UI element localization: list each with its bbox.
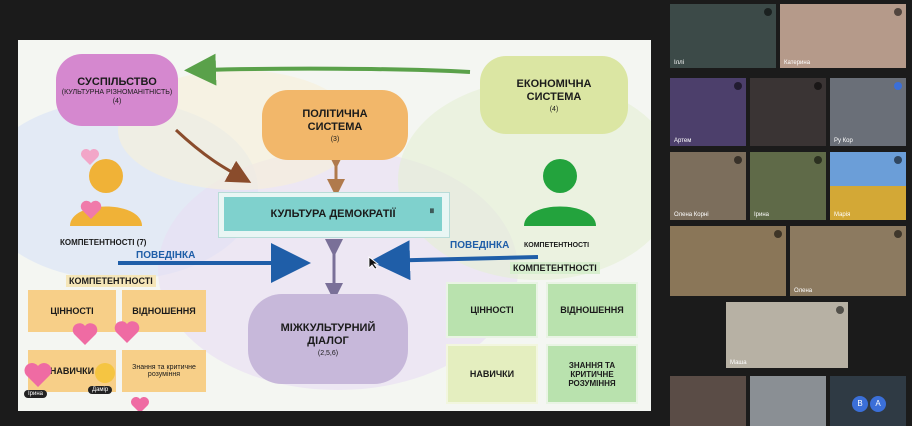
heart-reaction-icon (24, 363, 52, 387)
politics-number: (3) (330, 135, 340, 143)
left-behavior-label: ПОВЕДІНКА (136, 250, 196, 261)
participant-name: Іллі (674, 60, 685, 66)
participant-name: Олена Корні (674, 212, 709, 218)
participant-tile[interactable]: Ру Кор (830, 78, 906, 146)
participant-name: Ірина (754, 212, 770, 218)
mic-icon (836, 306, 844, 314)
arrow-society-to-culture (174, 128, 252, 183)
reaction-name-chip: Ірина (24, 390, 48, 398)
participant-name: Артем (674, 138, 692, 144)
society-blob: СУСПІЛЬСТВО (КУЛЬТУРНА РІЗНОМАНІТНІСТЬ) … (56, 54, 178, 126)
mic-icon (734, 82, 742, 90)
society-title: СУСПІЛЬСТВО (77, 75, 157, 88)
economy-title: ЕКОНОМІЧНА СИСТЕМА (516, 77, 592, 103)
reaction-name-chip: Дамір (88, 386, 113, 394)
right-box-skills: НАВИЧКИ (446, 344, 538, 404)
participant-name: Олена (794, 288, 813, 294)
avatar: A (870, 396, 886, 412)
avatar: B (852, 396, 868, 412)
participant-tile[interactable]: B A (830, 376, 906, 426)
participant-tile[interactable]: Ірина (750, 152, 826, 220)
culture-mark: Ⅲ (429, 209, 434, 215)
participant-tile[interactable] (750, 376, 826, 426)
mic-icon (894, 230, 902, 238)
left-box-knowledge: Знання та критичне розуміння (122, 350, 206, 392)
politics-blob: ПОЛІТИЧНА СИСТЕМА (3) (262, 90, 408, 160)
left-competences-count: КОМПЕТЕНТНОСТІ (7) (60, 238, 147, 247)
participant-tile[interactable]: Катерина (780, 4, 906, 68)
dialogue-title: МІЖКУЛЬТУРНИЙ ДІАЛОГ (280, 321, 376, 347)
left-box-values: ЦІННОСТІ (28, 290, 116, 332)
mic-icon (734, 156, 742, 164)
participant-tile[interactable] (670, 226, 786, 296)
participant-tile[interactable]: Іллі (670, 4, 776, 68)
mic-icon (774, 230, 782, 238)
economy-number: (4) (549, 105, 559, 113)
sky-background (830, 152, 906, 186)
right-competences-small: КОМПЕТЕНТНОСТІ (524, 242, 590, 249)
heart-reaction-icon (81, 149, 99, 165)
economy-blob: ЕКОНОМІЧНА СИСТЕМА (4) (480, 56, 628, 134)
left-competences-label: КОМПЕТЕНТНОСТІ (66, 275, 156, 287)
mouse-pointer-icon (368, 256, 380, 270)
participant-tile[interactable]: Олена Корні (670, 152, 746, 220)
mic-icon (894, 8, 902, 16)
culture-box-inner: КУЛЬТУРА ДЕМОКРАТІЇ Ⅲ (224, 197, 442, 231)
mic-icon (814, 156, 822, 164)
arrow-economy-to-society (184, 53, 471, 86)
society-subtitle: (КУЛЬТУРНА РІЗНОМАНІТНІСТЬ) (61, 88, 173, 96)
participant-tile[interactable] (670, 376, 746, 426)
heart-reaction-icon (114, 321, 140, 343)
right-box-values: ЦІННОСТІ (446, 282, 538, 338)
participant-tile[interactable] (750, 78, 826, 146)
participant-name: Ру Кор (834, 138, 853, 144)
dialogue-number: (2,5,6) (317, 349, 339, 357)
participant-tile[interactable]: Маша (726, 302, 848, 368)
dialogue-blob: МІЖКУЛЬТУРНИЙ ДІАЛОГ (2,5,6) (248, 294, 408, 384)
right-box-attitudes: ВІДНОШЕННЯ (546, 282, 638, 338)
society-number: (4) (112, 97, 122, 105)
participant-name: Маша (730, 360, 747, 366)
right-behavior-label: ПОВЕДІНКА (450, 240, 510, 251)
mic-icon (894, 156, 902, 164)
heart-reaction-icon (72, 323, 98, 345)
person-right-icon (524, 159, 596, 226)
participant-tile[interactable]: Олена (790, 226, 906, 296)
shared-slide: СУСПІЛЬСТВО (КУЛЬТУРНА РІЗНОМАНІТНІСТЬ) … (18, 40, 651, 411)
thumbs-up-reaction-icon (95, 363, 115, 383)
culture-label: КУЛЬТУРА ДЕМОКРАТІЇ (270, 208, 396, 220)
arrows-layer (118, 53, 539, 301)
right-box-knowledge: ЗНАННЯ ТА КРИТИЧНЕ РОЗУМІННЯ (546, 344, 638, 404)
heart-reaction-icon (131, 397, 149, 411)
mic-icon (764, 8, 772, 16)
arrow-right-behavior (370, 240, 539, 281)
participant-name: Марія (834, 212, 851, 218)
heart-reaction-icon (80, 200, 102, 219)
mic-icon (814, 82, 822, 90)
participant-tile[interactable]: Марія (830, 152, 906, 220)
right-competences-label: КОМПЕТЕНТНОСТІ (510, 262, 600, 274)
participant-tile[interactable]: Артем (670, 78, 746, 146)
politics-title: ПОЛІТИЧНА СИСТЕМА (302, 107, 368, 133)
mic-icon (894, 82, 902, 90)
participant-name: Катерина (784, 60, 811, 66)
person-left-icon (70, 159, 142, 226)
